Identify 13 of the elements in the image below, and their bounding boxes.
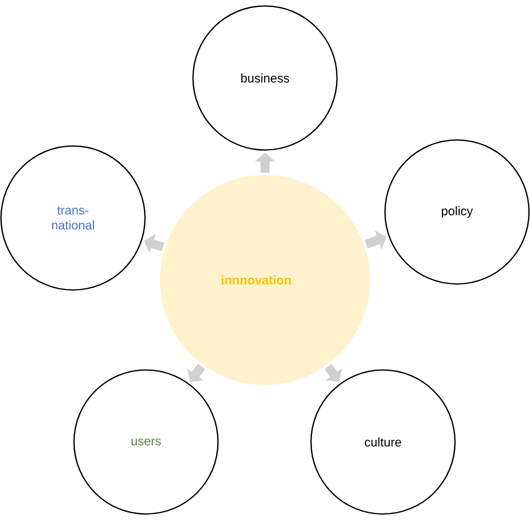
outer-circle	[384, 139, 530, 285]
block-arrow	[324, 364, 342, 382]
circle-label: policy	[442, 206, 473, 218]
circle-label: users	[132, 438, 161, 446]
outer-circle	[192, 5, 338, 151]
circle-label: innnovation	[222, 275, 291, 285]
circle-label: trans- national	[52, 206, 94, 230]
circle-label: business	[241, 73, 290, 83]
outer-circle	[73, 369, 219, 515]
center-circle	[160, 175, 370, 385]
circle-label: culture	[364, 437, 402, 447]
outer-circle	[0, 145, 146, 291]
outer-circle	[310, 369, 456, 515]
